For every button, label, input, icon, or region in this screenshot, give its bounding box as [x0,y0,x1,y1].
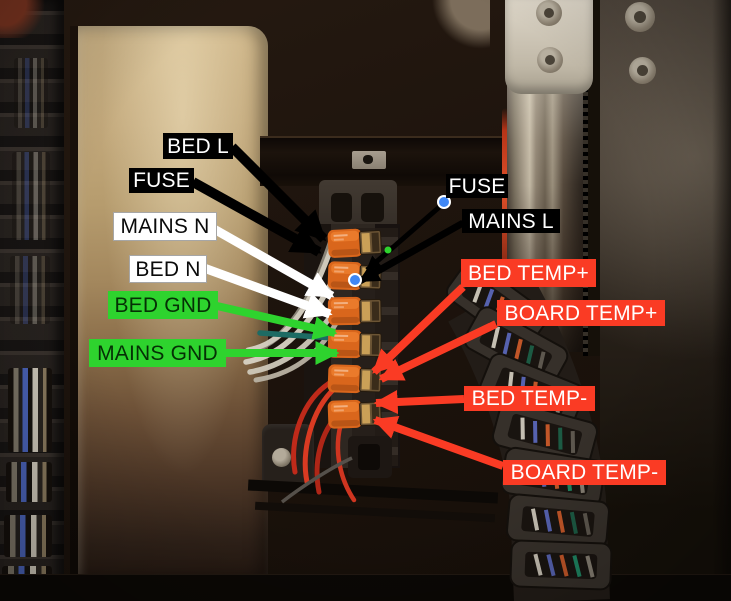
chain-window [8,368,52,452]
bracket-screw-icon [536,0,562,26]
annotation-label-mains-l: MAINS L [462,209,560,233]
chain-window [6,462,52,502]
chain-window [12,152,50,240]
panel-screw-icon [625,2,655,32]
panel-screw-icon [629,57,656,84]
annotation-label-mains-n: MAINS N [113,212,217,241]
beam-nut-hole [363,155,373,164]
annotation-label-fuse-left: FUSE [129,168,194,193]
annotation-label-bed-l: BED L [163,133,233,159]
annotation-label-board-temp-minus: BOARD TEMP- [503,460,666,485]
chain-window [10,256,50,324]
annotation-label-mains-gnd: MAINS GND [89,339,226,367]
panel-edge-shadow [70,26,79,578]
bracket-screw-icon [537,47,563,73]
chain-window [14,58,48,128]
annotation-label-bed-n: BED N [129,255,207,283]
red-wire-glimpse [502,108,510,293]
annotation-label-bed-temp-plus: BED TEMP+ [461,259,596,287]
corner-reflection [0,0,46,38]
annotation-label-bed-gnd: BED GND [108,291,218,319]
annotation-label-bed-temp-minus: BED TEMP- [464,386,595,411]
annotation-label-fuse-right: FUSE [446,174,508,198]
annotation-label-board-temp-plus: BOARD TEMP+ [497,300,665,326]
chain-window [4,515,52,557]
frame-right-edge [712,0,731,601]
mount-hole [331,193,352,222]
